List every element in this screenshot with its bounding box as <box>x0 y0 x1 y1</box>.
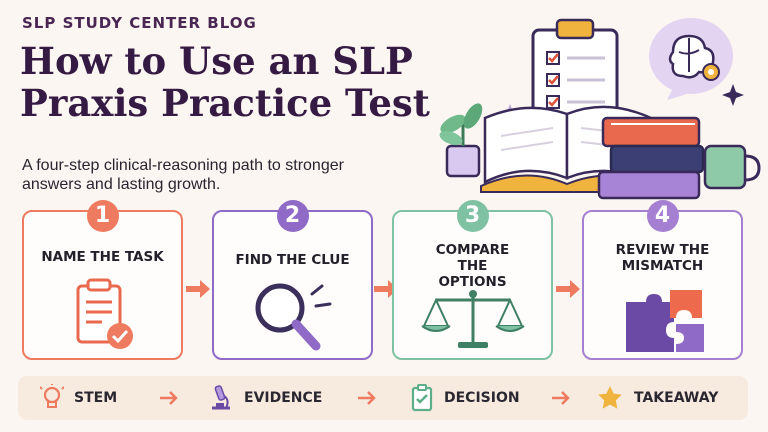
summary-bar: STEM EVIDENCE DECISION TAKEAWAY <box>18 376 748 420</box>
lightbulb-icon <box>40 384 64 408</box>
summary-item-stem: STEM <box>40 376 117 420</box>
summary-label: EVIDENCE <box>244 390 323 406</box>
sparkle-icon <box>722 84 744 106</box>
summary-label: DECISION <box>444 390 520 406</box>
step-number-badge: 2 <box>276 200 309 232</box>
blog-eyebrow: SLP STUDY CENTER BLOG <box>22 14 257 32</box>
step-card-name-the-task: 1 NAME THE TASK <box>22 200 183 360</box>
balance-scale-icon <box>421 290 525 348</box>
puzzle-pieces-icon <box>626 290 704 352</box>
star-icon <box>598 386 622 409</box>
step-label: FIND THE CLUE <box>235 252 350 268</box>
arrow-right-icon <box>552 391 570 405</box>
summary-item-takeaway: TAKEAWAY <box>596 376 718 420</box>
potted-plant-icon <box>439 103 483 178</box>
step-label: COMPARE THE OPTIONS <box>435 242 510 290</box>
summary-item-decision: DECISION <box>410 376 520 420</box>
summary-label: TAKEAWAY <box>634 390 719 406</box>
summary-label: STEM <box>74 390 118 406</box>
step-label: NAME THE TASK <box>41 249 164 265</box>
page-title: How to Use an SLP Praxis Practice Test <box>20 39 430 125</box>
book-stack-icon <box>597 116 705 200</box>
arrow-right-icon <box>358 391 376 405</box>
arrow-right-icon <box>556 280 580 298</box>
magnifying-glass-icon <box>255 283 332 351</box>
brain-gear-icon <box>649 18 733 100</box>
microscope-icon <box>212 385 230 410</box>
hero-illustration <box>439 18 761 200</box>
arrow-right-icon <box>186 280 210 298</box>
step-card-review-the-mismatch: 4 REVIEW THE MISMATCH <box>582 200 743 360</box>
step-number-badge: 4 <box>646 200 679 232</box>
step-card-compare-the-options: 3 COMPARE THE OPTIONS <box>392 200 553 360</box>
step-number-badge: 3 <box>456 200 489 232</box>
clipboard-check-icon <box>76 278 133 349</box>
arrow-right-icon <box>160 391 178 405</box>
coffee-mug-icon <box>703 144 761 190</box>
summary-item-evidence: EVIDENCE <box>208 376 322 420</box>
page-subtitle: A four-step clinical-reasoning path to s… <box>22 157 344 193</box>
clipboard-check-icon <box>411 384 433 412</box>
step-label: REVIEW THE MISMATCH <box>615 242 710 274</box>
step-card-find-the-clue: 2 FIND THE CLUE <box>212 200 373 360</box>
step-number-badge: 1 <box>86 200 119 232</box>
